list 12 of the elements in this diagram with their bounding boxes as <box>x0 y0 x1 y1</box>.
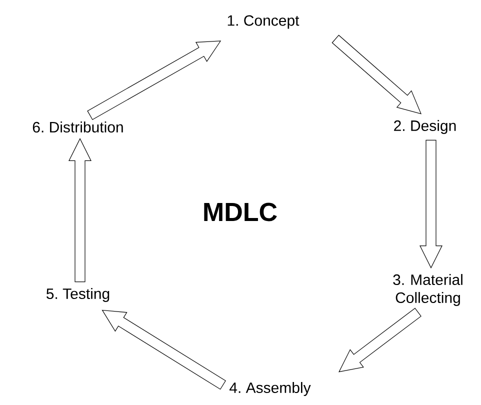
block-arrow <box>338 308 422 372</box>
step-label: 5. Testing <box>46 288 110 302</box>
step-label: 4. Assembly <box>230 382 311 396</box>
title: MDLC <box>204 202 277 222</box>
step-label: 2. Design <box>394 120 456 134</box>
block-arrow <box>68 138 92 282</box>
step-label: 3. Material Collecting <box>393 274 462 306</box>
step-label: 1. Concept <box>228 15 300 29</box>
step-label: 6. Distribution <box>32 122 123 132</box>
block-arrow <box>102 310 226 390</box>
block-arrow <box>420 140 442 268</box>
block-arrow <box>332 34 422 114</box>
